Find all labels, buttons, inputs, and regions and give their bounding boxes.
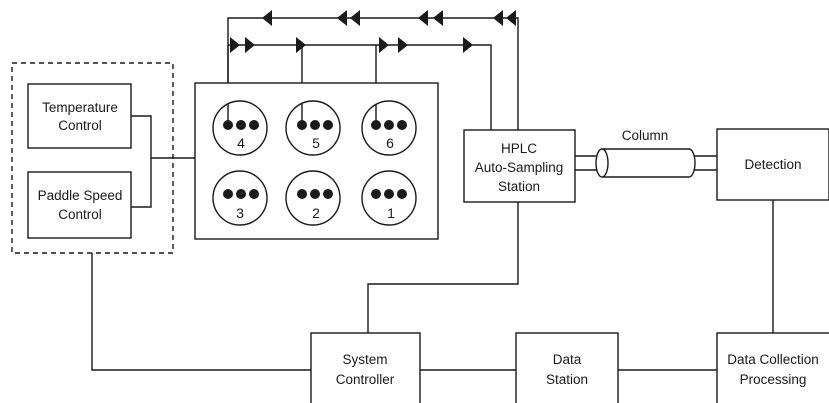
arrow-left-icon (337, 10, 347, 26)
flow-arrows (230, 10, 516, 53)
arrow-left-icon (506, 10, 516, 26)
paddle-speed-label-2: Control (58, 207, 102, 222)
hplc-label-3: Station (498, 179, 540, 194)
hplc-label-2: Auto-Sampling (475, 160, 564, 175)
arrow-right-icon (230, 37, 240, 53)
vessel-4: 4 (212, 100, 268, 156)
arrow-left-icon (433, 10, 443, 26)
paddle-speed-label-1: Paddle Speed (38, 188, 123, 203)
vessel-5-number: 5 (312, 135, 320, 151)
vessel-4-number: 4 (237, 135, 245, 151)
column-icon: Column (595, 128, 696, 178)
data-station-label-2: Station (546, 372, 588, 387)
system-controller-label-2: Controller (336, 372, 395, 387)
vessel-2: 2 (285, 170, 341, 226)
data-collection-label-2: Processing (740, 372, 807, 387)
hplc-station-box: HPLC Auto-Sampling Station (463, 129, 576, 203)
detection-box: Detection (716, 128, 829, 201)
vessel-2-number: 2 (312, 205, 320, 221)
paddle-speed-control-box: Paddle Speed Control (27, 171, 132, 239)
vessel-3: 3 (212, 170, 268, 226)
temperature-control-label-1: Temperature (42, 100, 118, 115)
arrow-right-icon (296, 37, 306, 53)
data-collection-label-1: Data Collection (727, 352, 819, 367)
temperature-control-label-2: Control (58, 118, 102, 133)
column-label: Column (622, 128, 669, 143)
vessel-3-number: 3 (236, 205, 244, 221)
vessel-5: 5 (285, 100, 341, 156)
detection-label: Detection (744, 157, 801, 172)
paddle-link-line (131, 158, 152, 208)
arrow-right-icon (245, 37, 255, 53)
arrow-left-icon (350, 10, 360, 26)
arrow-left-icon (262, 10, 272, 26)
control-unit-enclosure (11, 62, 174, 254)
data-station-label-1: Data (553, 352, 582, 367)
vessel-1: 1 (361, 170, 417, 226)
arrow-right-icon (398, 37, 408, 53)
sampling-manifold-line (228, 44, 492, 130)
data-collection-box: Data Collection Processing (716, 332, 829, 403)
temperature-control-box: Temperature Control (27, 83, 132, 149)
control-controller-line (91, 253, 311, 371)
temperature-link-line (131, 115, 195, 159)
arrow-right-icon (463, 37, 473, 53)
arrow-left-icon (418, 10, 428, 26)
vessel-6-number: 6 (386, 135, 394, 151)
vessel-1-number: 1 (387, 205, 395, 221)
data-station-box: Data Station (515, 332, 619, 403)
arrow-right-icon (379, 37, 389, 53)
arrow-left-icon (493, 10, 503, 26)
hplc-label-1: HPLC (501, 141, 537, 156)
hplc-controller-line (367, 202, 519, 333)
system-controller-label-1: System (342, 352, 387, 367)
vessel-6: 6 (361, 100, 417, 156)
system-controller-box: System Controller (310, 332, 421, 403)
